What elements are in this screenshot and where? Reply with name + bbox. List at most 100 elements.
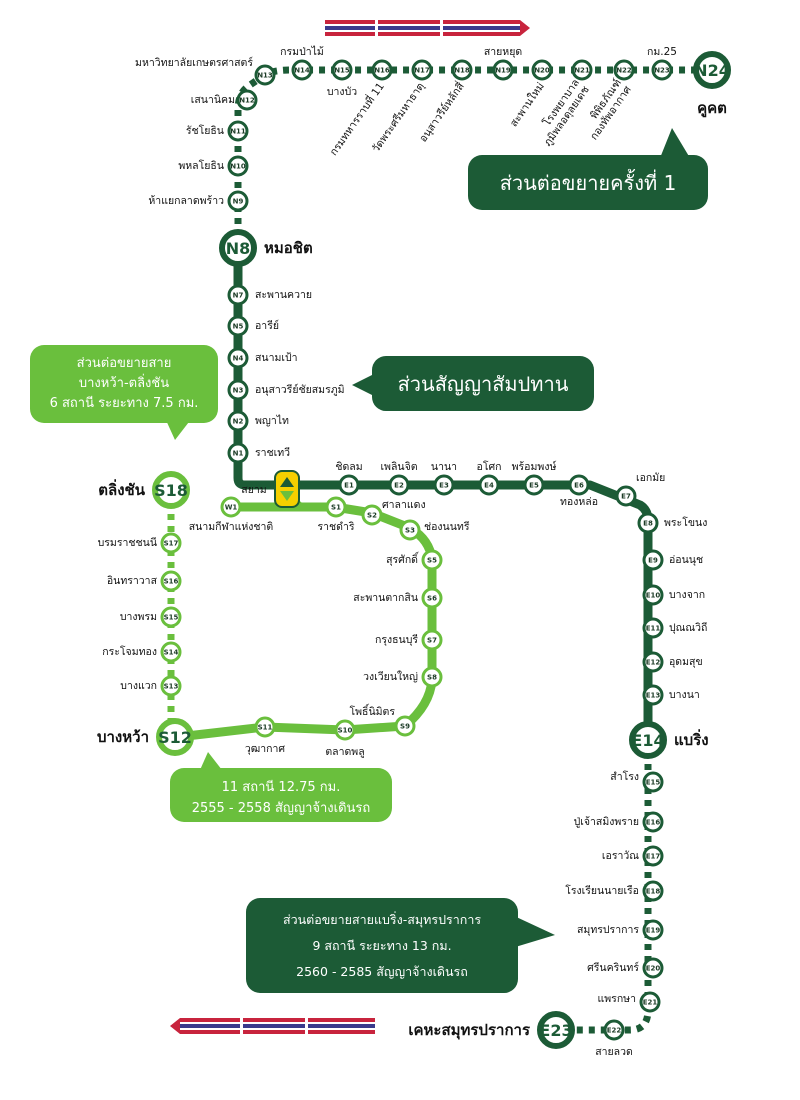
station-code: S10 xyxy=(338,727,353,735)
station-name: ปุณณวิถี xyxy=(669,621,707,634)
station-name: แพรกษา xyxy=(597,993,636,1005)
station-name: อ่อนนุช xyxy=(669,554,703,566)
station-name: กระโจมทอง xyxy=(102,645,157,658)
siam-interchange-icon[interactable] xyxy=(274,470,300,508)
station-name: เอราวัณ xyxy=(602,850,639,862)
station-marker xyxy=(642,584,664,606)
station-n9[interactable]: N9ห้าแยกลาดพร้าว xyxy=(148,190,249,212)
station-name: สนามเป้า xyxy=(255,352,298,364)
station-e1[interactable]: E1ชิดลม xyxy=(335,461,363,496)
station-code: S2 xyxy=(367,512,377,520)
callout-concession-line-1: ส่วนสัญญาสัมปทาน xyxy=(398,372,569,396)
silom-line-main xyxy=(173,502,437,742)
station-code: S11 xyxy=(258,724,273,732)
station-marker xyxy=(291,59,313,81)
station-code: N7 xyxy=(233,292,244,300)
station-marker xyxy=(227,410,249,432)
station-name: บางแวก xyxy=(120,680,157,692)
station-code: E15 xyxy=(646,779,661,787)
station-name: ชิดลม xyxy=(335,461,362,473)
station-code: E7 xyxy=(621,493,631,501)
station-code: N14 xyxy=(294,67,310,75)
station-marker xyxy=(227,155,249,177)
station-cen[interactable]: สยาม xyxy=(241,484,266,496)
station-marker xyxy=(523,474,545,496)
station-marker xyxy=(615,485,637,507)
station-name: สายลวด xyxy=(595,1046,633,1058)
station-code: S7 xyxy=(427,637,437,645)
station-code: E3 xyxy=(439,482,449,490)
station-marker xyxy=(637,512,659,534)
station-code: E23 xyxy=(539,1021,572,1040)
station-marker xyxy=(642,549,664,571)
station-code: N23 xyxy=(654,67,670,75)
station-name: อนุสาวรีย์ชัยสมรภูมิ xyxy=(255,383,345,396)
station-marker xyxy=(642,651,664,673)
station-name: ราชดำริ xyxy=(317,521,354,533)
station-e9[interactable]: E9 อ่อนนุช xyxy=(642,549,703,571)
station-marker xyxy=(642,811,664,833)
station-code: E9 xyxy=(648,557,658,565)
station-name: พหลโยธิน xyxy=(178,159,224,172)
station-s5[interactable]: S5สุรศักดิ์ xyxy=(386,549,443,571)
station-code: E4 xyxy=(484,482,494,490)
station-marker xyxy=(421,666,443,688)
station-code: N5 xyxy=(233,323,244,331)
station-marker xyxy=(433,474,455,496)
